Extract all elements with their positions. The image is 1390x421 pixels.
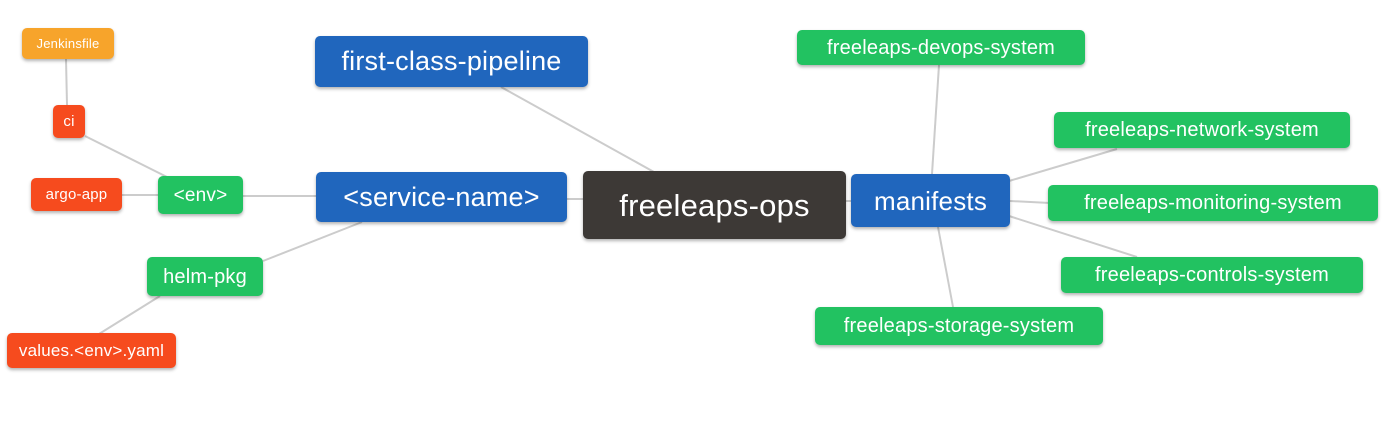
edge-helm-pkg-to-service-name — [262, 221, 363, 262]
edge-manifests-to-network-system — [1008, 148, 1118, 182]
node-jenkinsfile[interactable]: Jenkinsfile — [22, 28, 114, 59]
edge-manifests-to-monitoring-system — [1009, 200, 1051, 204]
edge-ci-to-env — [84, 135, 168, 178]
node-network-system[interactable]: freeleaps-network-system — [1054, 112, 1350, 148]
edge-manifests-to-devops-system — [931, 64, 940, 175]
node-controls-system[interactable]: freeleaps-controls-system — [1061, 257, 1363, 293]
edge-manifests-to-controls-system — [1008, 215, 1138, 258]
node-argo-app[interactable]: argo-app — [31, 178, 122, 211]
node-devops-system[interactable]: freeleaps-devops-system — [797, 30, 1085, 65]
node-env[interactable]: <env> — [158, 176, 243, 214]
edge-manifests-to-storage-system — [937, 226, 954, 308]
edge-helm-pkg-to-values-env-yaml — [98, 295, 161, 335]
node-helm-pkg[interactable]: helm-pkg — [147, 257, 263, 296]
edge-jenkinsfile-to-ci — [65, 58, 68, 106]
node-service-name[interactable]: <service-name> — [316, 172, 567, 222]
node-freeleaps-ops[interactable]: freeleaps-ops — [583, 171, 846, 239]
node-manifests[interactable]: manifests — [851, 174, 1010, 227]
node-monitoring-system[interactable]: freeleaps-monitoring-system — [1048, 185, 1378, 221]
node-values-env-yaml[interactable]: values.<env>.yaml — [7, 333, 176, 368]
node-storage-system[interactable]: freeleaps-storage-system — [815, 307, 1103, 345]
node-first-class-pipeline[interactable]: first-class-pipeline — [315, 36, 588, 87]
node-ci[interactable]: ci — [53, 105, 85, 138]
edge-first-class-pipeline-to-freeleaps-ops — [500, 86, 655, 173]
